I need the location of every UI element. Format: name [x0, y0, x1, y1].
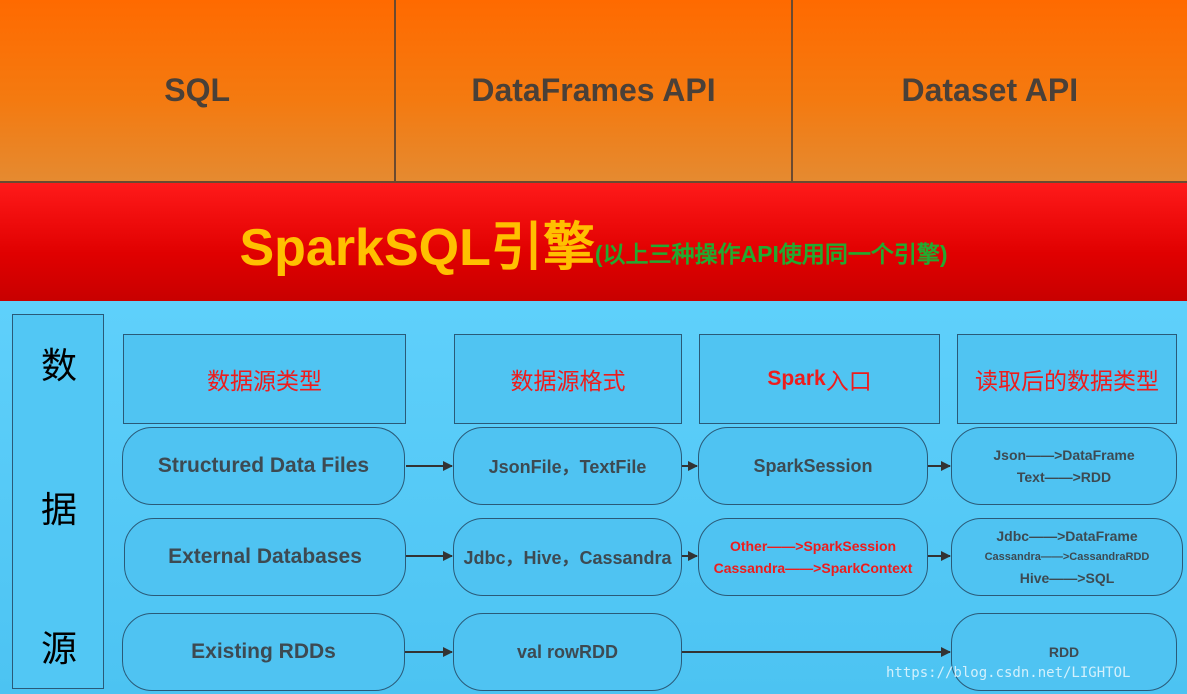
row-1-entry-text: SparkSession	[753, 455, 873, 476]
flow-arrows	[405, 461, 951, 657]
engine-title: SparkSQL引擎	[239, 218, 595, 277]
row-2-entry: Other——>SparkSession Cassandra——>SparkCo…	[698, 518, 928, 596]
row-2-type: External Databases	[124, 518, 406, 596]
data-source-label: 数 据 源	[12, 314, 104, 689]
api-layer: SQL DataFrames API Dataset API	[0, 0, 1187, 183]
row-2-format: Jdbc，Hive，Cassandra	[453, 518, 682, 596]
row-2-result-line: Jdbc——>DataFrame	[996, 528, 1138, 544]
api-sql: SQL	[0, 0, 397, 183]
row-3-type: Existing RDDs	[122, 613, 405, 691]
engine-subtitle: (以上三种操作API使用同一个引擎)	[594, 241, 948, 267]
row-2-entry-line: Cassandra——>SparkContext	[713, 560, 913, 576]
row-1-type-text: Structured Data Files	[157, 454, 370, 477]
row-1-result: Json——>DataFrame Text——>RDD	[951, 427, 1177, 505]
header-source-format: 数据源格式	[454, 334, 682, 424]
row-3-result-text: RDD	[1048, 644, 1080, 660]
row-3-type-text: Existing RDDs	[191, 640, 336, 663]
row-2-result-line: Cassandra——>CassandraRDD	[984, 551, 1150, 563]
row-2-format-text: Jdbc，Hive，Cassandra	[463, 548, 672, 568]
row-1-result-line: Json——>DataFrame	[993, 447, 1135, 463]
row-3-format-text: val rowRDD	[516, 641, 619, 662]
row-3-result: RDD	[951, 613, 1177, 691]
row-3-format: val rowRDD	[453, 613, 682, 691]
header-result-type: 读取后的数据类型	[957, 334, 1177, 424]
row-1-type: Structured Data Files	[122, 427, 405, 505]
header-spark-entry-suffix: 入口	[825, 369, 872, 395]
data-source-char: 据	[40, 490, 77, 531]
data-source-char: 源	[40, 629, 77, 670]
row-1-entry: SparkSession	[698, 427, 928, 505]
row-1-result-line: Text——>RDD	[1016, 469, 1112, 485]
api-dataset: Dataset API	[792, 0, 1187, 183]
sparksql-engine-layer: SparkSQL引擎 (以上三种操作API使用同一个引擎)	[0, 183, 1187, 301]
data-source-char: 数	[40, 346, 77, 387]
watermark: https://blog.csdn.net/LIGHTOL	[886, 665, 1131, 681]
row-2-result-line: Hive——>SQL	[1019, 570, 1115, 586]
row-2-type-text: External Databases	[168, 545, 362, 568]
header-source-type: 数据源类型	[123, 334, 406, 424]
header-spark-entry-prefix: Spark	[767, 367, 826, 390]
row-2-result: Jdbc——>DataFrame Cassandra——>CassandraRD…	[951, 518, 1183, 596]
row-2-entry-line: Other——>SparkSession	[729, 538, 897, 554]
api-dataframes: DataFrames API	[396, 0, 793, 183]
row-1-format: JsonFile，TextFile	[453, 427, 682, 505]
row-1-format-text: JsonFile，TextFile	[488, 457, 647, 477]
